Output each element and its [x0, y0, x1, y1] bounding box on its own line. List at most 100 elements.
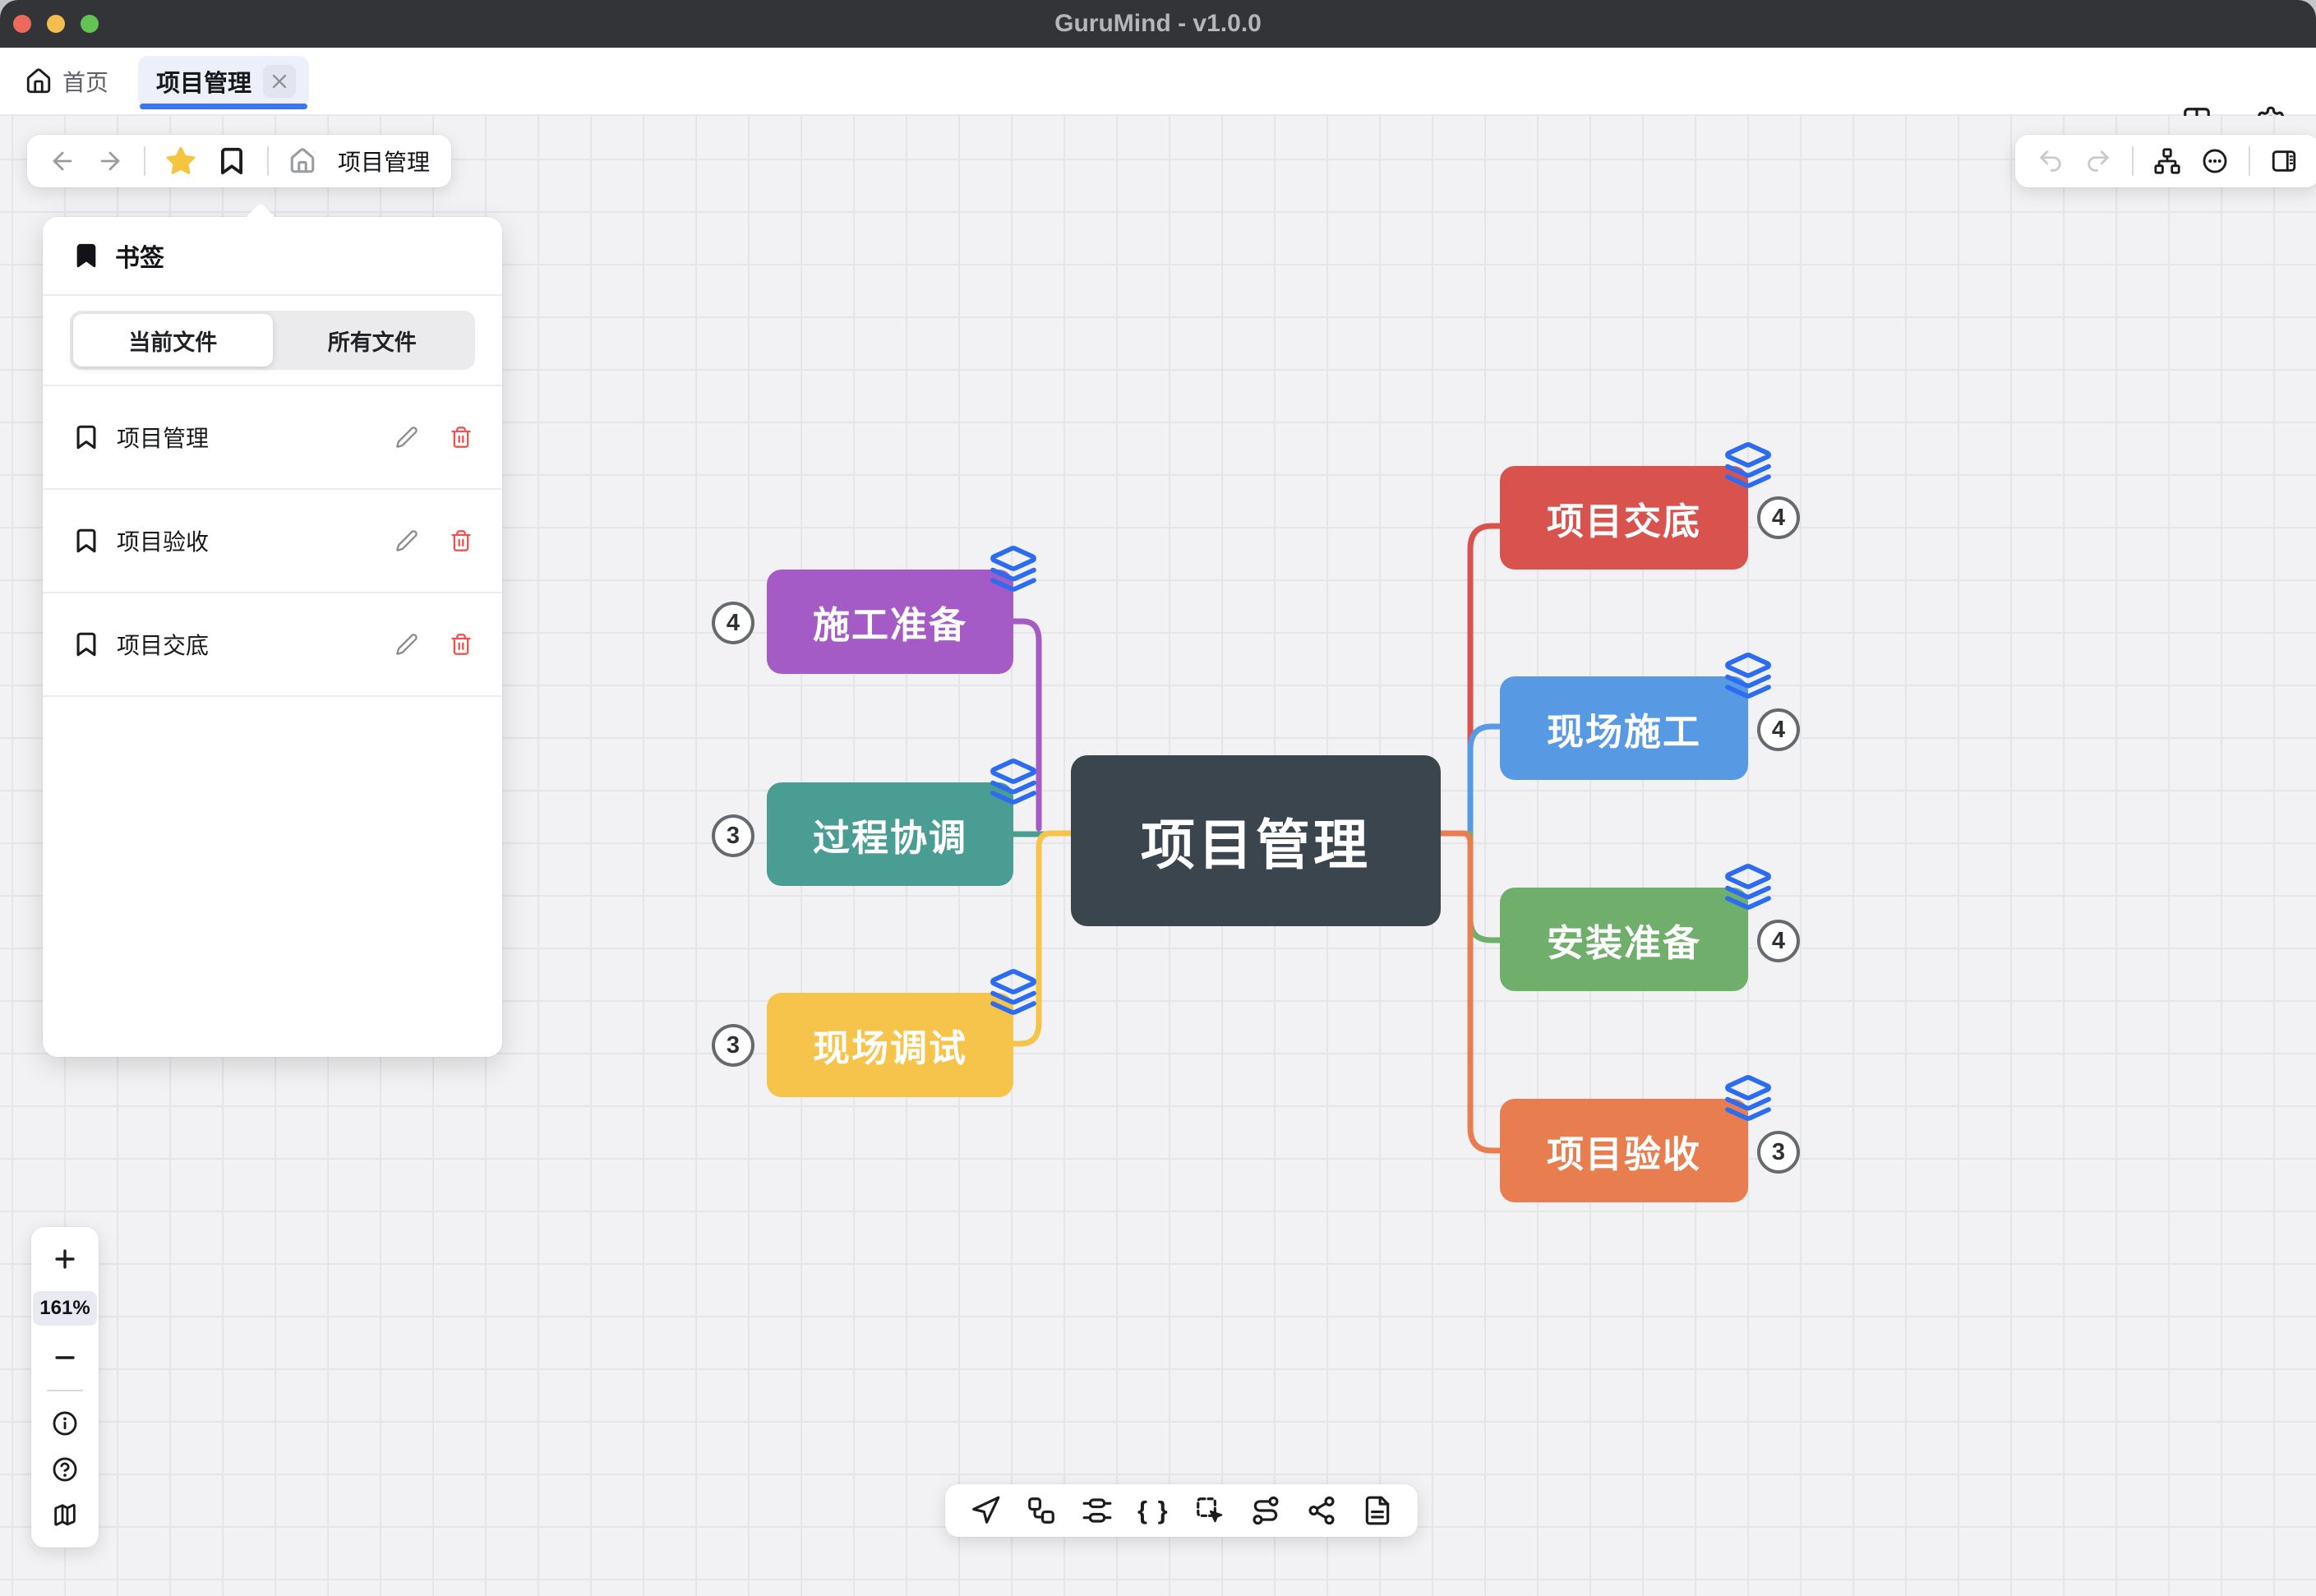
window-title: GuruMind - v1.0.0 — [1054, 10, 1262, 37]
org-chart-icon[interactable] — [2153, 147, 2181, 175]
branch-node-label: 现场施工 — [1546, 710, 1701, 753]
branch-node[interactable]: 施工准备 — [767, 570, 1013, 674]
navigation-icon[interactable] — [970, 1495, 1001, 1526]
branch-node-label: 施工准备 — [812, 604, 967, 646]
segment-current-file[interactable]: 当前文件 — [73, 314, 273, 367]
branch-node-label: 过程协调 — [812, 816, 967, 859]
bookmark-icon — [76, 632, 96, 657]
bookmark-list-item[interactable]: 项目验收 — [43, 490, 502, 593]
home-icon — [26, 67, 51, 93]
bookmark-icon — [76, 528, 96, 553]
tab-bar: 首页 项目管理 — [0, 48, 2316, 136]
branch-node[interactable]: 过程协调 — [767, 782, 1013, 886]
root-node-label: 项目管理 — [1141, 814, 1371, 875]
layers-icon — [989, 966, 1038, 1018]
layers-icon — [1723, 1072, 1773, 1124]
route-icon[interactable] — [1250, 1495, 1281, 1526]
branch-node[interactable]: 现场施工 — [1500, 676, 1748, 780]
bookmark-label: 项目交底 — [117, 633, 210, 658]
badge-count: 4 — [1771, 716, 1786, 743]
maximize-window-button[interactable] — [81, 15, 99, 33]
bookmark-panel: 书签 当前文件 所有文件 项目管理 项目验收 项目交底 — [43, 202, 502, 1057]
child-count-badge[interactable]: 4 — [1757, 496, 1800, 539]
segmented-control: 当前文件 所有文件 — [70, 311, 475, 370]
minimize-window-button[interactable] — [47, 15, 65, 33]
bookmark-icon — [76, 425, 96, 450]
side-panel-icon[interactable] — [2270, 147, 2298, 175]
window-controls — [13, 15, 99, 33]
zoom-level: 161% — [33, 1291, 97, 1326]
badge-count: 3 — [726, 1031, 740, 1059]
redo-icon[interactable] — [2084, 147, 2112, 175]
zoom-out-icon[interactable] — [51, 1344, 79, 1372]
child-count-badge[interactable]: 4 — [712, 602, 754, 644]
divider — [47, 1390, 83, 1391]
home-map-icon[interactable] — [288, 147, 316, 175]
area-select-icon[interactable] — [1194, 1495, 1225, 1526]
branch-node-label: 项目交底 — [1546, 500, 1701, 542]
child-count-badge[interactable]: 4 — [1757, 920, 1800, 962]
badge-count: 3 — [726, 822, 740, 849]
info-icon[interactable] — [51, 1409, 79, 1437]
branch-node[interactable]: 安装准备 — [1500, 888, 1748, 991]
trash-icon[interactable] — [450, 529, 473, 552]
tab-project-management[interactable]: 项目管理 — [138, 55, 310, 109]
child-count-badge[interactable]: 3 — [1757, 1131, 1800, 1174]
document-icon[interactable] — [1362, 1495, 1393, 1526]
branch-node-label: 安装准备 — [1546, 921, 1701, 964]
zoom-toolbar: 161% — [31, 1227, 99, 1548]
workflow-icon[interactable] — [1026, 1495, 1057, 1526]
divider — [2132, 146, 2134, 176]
current-map-title: 项目管理 — [338, 150, 431, 175]
child-count-badge[interactable]: 3 — [712, 814, 754, 857]
layers-icon — [1723, 439, 1773, 491]
home-tab[interactable]: 首页 — [25, 65, 108, 98]
more-options-icon[interactable] — [2201, 147, 2229, 175]
pencil-icon[interactable] — [395, 633, 418, 656]
forward-arrow-icon[interactable] — [96, 147, 124, 175]
bookmark-label: 项目验收 — [117, 529, 210, 555]
back-arrow-icon[interactable] — [48, 147, 76, 175]
branch-node[interactable]: 项目验收 — [1500, 1099, 1748, 1202]
bookmark-list-item[interactable]: 项目交底 — [43, 593, 502, 697]
trash-icon[interactable] — [450, 426, 473, 449]
minimap-icon[interactable] — [51, 1501, 79, 1529]
pencil-icon[interactable] — [395, 426, 418, 449]
star-icon[interactable] — [165, 145, 196, 177]
badge-count: 3 — [1771, 1138, 1786, 1165]
active-tab-underline — [140, 103, 308, 109]
home-tab-label: 首页 — [62, 69, 109, 95]
tab-close-button[interactable] — [263, 64, 297, 98]
bookmark-filter: 当前文件 所有文件 — [43, 296, 502, 386]
segment-all-files[interactable]: 所有文件 — [327, 330, 417, 355]
titlebar: GuruMind - v1.0.0 — [0, 0, 2316, 48]
branch-node-label: 项目验收 — [1546, 1132, 1701, 1175]
navigation-toolbar: 项目管理 — [27, 135, 452, 187]
branch-node[interactable]: 项目交底 — [1500, 466, 1748, 570]
bookmark-list-item[interactable]: 项目管理 — [43, 386, 502, 490]
layers-icon — [989, 755, 1038, 808]
branch-node-label: 现场调试 — [812, 1027, 967, 1069]
badge-count: 4 — [1771, 927, 1786, 954]
tools-toolbar: { } — [945, 1484, 1418, 1537]
close-window-button[interactable] — [13, 15, 31, 33]
close-icon — [272, 74, 287, 88]
share-icon[interactable] — [1306, 1495, 1337, 1526]
undo-icon[interactable] — [2037, 147, 2065, 175]
topology-icon[interactable] — [1082, 1495, 1113, 1526]
trash-icon[interactable] — [450, 633, 473, 656]
braces-icon[interactable]: { } — [1137, 1496, 1170, 1525]
child-count-badge[interactable]: 4 — [1757, 708, 1800, 751]
layers-icon — [1723, 649, 1773, 702]
divider — [267, 146, 269, 176]
bookmark-icon[interactable] — [216, 145, 247, 177]
pencil-icon[interactable] — [395, 529, 418, 552]
zoom-in-icon[interactable] — [51, 1245, 79, 1273]
help-icon[interactable] — [51, 1455, 79, 1483]
child-count-badge[interactable]: 3 — [712, 1024, 754, 1067]
branch-node[interactable]: 现场调试 — [767, 993, 1013, 1097]
bookmark-label: 项目管理 — [117, 426, 210, 451]
badge-count: 4 — [726, 609, 740, 636]
root-node[interactable]: 项目管理 — [1071, 755, 1441, 926]
